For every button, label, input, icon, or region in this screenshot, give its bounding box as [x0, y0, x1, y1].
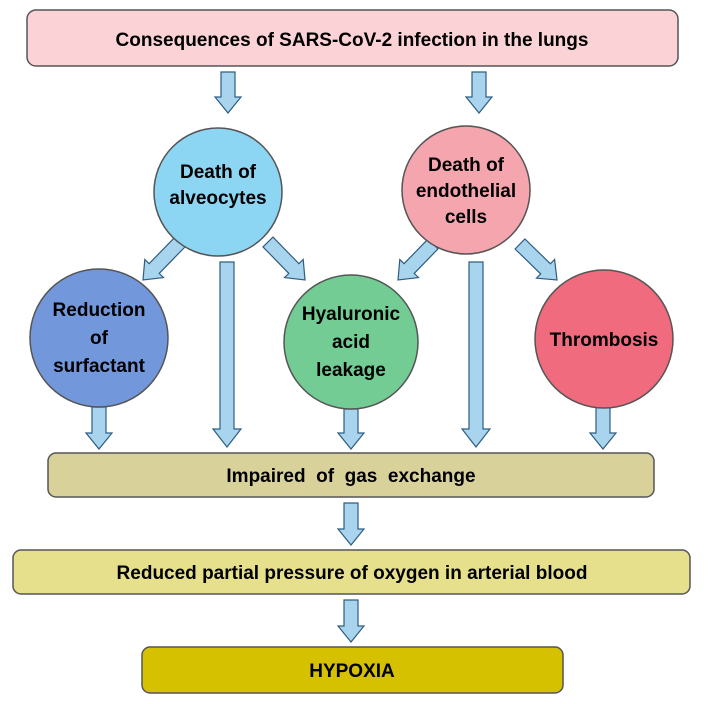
gas-exchange-box: Impaired of gas exchange — [47, 452, 655, 498]
label-line: surfactant — [53, 356, 146, 377]
arrow-alveocytes-to-gas — [211, 261, 243, 448]
label-line: Thrombosis — [550, 330, 659, 351]
node-alveocytes: Death of alveocytes — [153, 127, 283, 257]
gas-exchange-box-label: Impaired of gas exchange — [226, 466, 475, 487]
arrow-endothelial-to-thrombosis — [514, 238, 558, 281]
label-line: cells — [445, 207, 487, 228]
label-line: of — [90, 328, 109, 349]
arrow-endothelial-to-gas — [460, 261, 492, 448]
arrow-endothelial-to-hyaluronic — [397, 238, 439, 281]
label-line: endothelial — [416, 181, 516, 202]
node-endothelial: Death of endothelial cells — [401, 125, 531, 255]
node-thrombosis-shape — [534, 269, 674, 409]
hypoxia-box-label: HYPOXIA — [309, 661, 395, 682]
oxygen-box-label: Reduced partial pressure of oxygen in ar… — [117, 563, 588, 584]
node-thrombosis-label: Thrombosis — [550, 330, 659, 351]
oxygen-box: Reduced partial pressure of oxygen in ar… — [12, 549, 691, 595]
node-hyaluronic-label: Hyaluronic acid leakage — [302, 304, 401, 381]
label-line: Death of — [180, 162, 257, 183]
arrow-hyaluronic-to-gas — [336, 408, 366, 450]
arrow-header-to-alveocytes — [213, 71, 243, 114]
label-line: Death of — [428, 155, 505, 176]
label-line: Hyaluronic — [302, 304, 401, 325]
arrow-alveocytes-to-hyaluronic — [262, 236, 306, 281]
node-alveocytes-shape — [153, 127, 283, 257]
label-line: alveocytes — [169, 188, 266, 209]
node-surfactant-label: Reduction of surfactant — [53, 300, 146, 377]
label-line: Reduction — [53, 300, 146, 321]
header-box-label: Consequences of SARS-CoV-2 infection in … — [116, 30, 589, 51]
hypoxia-box: HYPOXIA — [141, 646, 564, 694]
node-thrombosis: Thrombosis — [534, 269, 674, 409]
node-hyaluronic: Hyaluronic acid leakage — [283, 274, 419, 410]
hypoxia-box-shape — [141, 646, 564, 694]
arrow-header-to-endothelial — [464, 71, 494, 114]
arrows-layer — [84, 71, 618, 643]
node-endothelial-label: Death of endothelial cells — [416, 155, 516, 228]
node-surfactant: Reduction of surfactant — [29, 268, 169, 408]
node-hyaluronic-shape — [283, 274, 419, 410]
node-endothelial-shape — [401, 125, 531, 255]
gas-exchange-box-shape — [47, 452, 655, 498]
node-alveocytes-label: Death of alveocytes — [169, 162, 266, 209]
arrow-thrombosis-to-gas — [588, 406, 618, 450]
arrow-surfactant-to-gas — [84, 406, 114, 450]
arrow-gas-to-oxygen — [336, 502, 366, 546]
arrow-alveocytes-to-surfactant — [142, 236, 186, 281]
label-line: leakage — [316, 360, 386, 381]
oxygen-box-shape — [12, 549, 691, 595]
node-surfactant-shape — [29, 268, 169, 408]
header-box-shape — [26, 9, 679, 67]
header-box: Consequences of SARS-CoV-2 infection in … — [26, 9, 679, 67]
label-line: acid — [332, 332, 370, 353]
arrow-oxygen-to-hypoxia — [336, 599, 366, 643]
